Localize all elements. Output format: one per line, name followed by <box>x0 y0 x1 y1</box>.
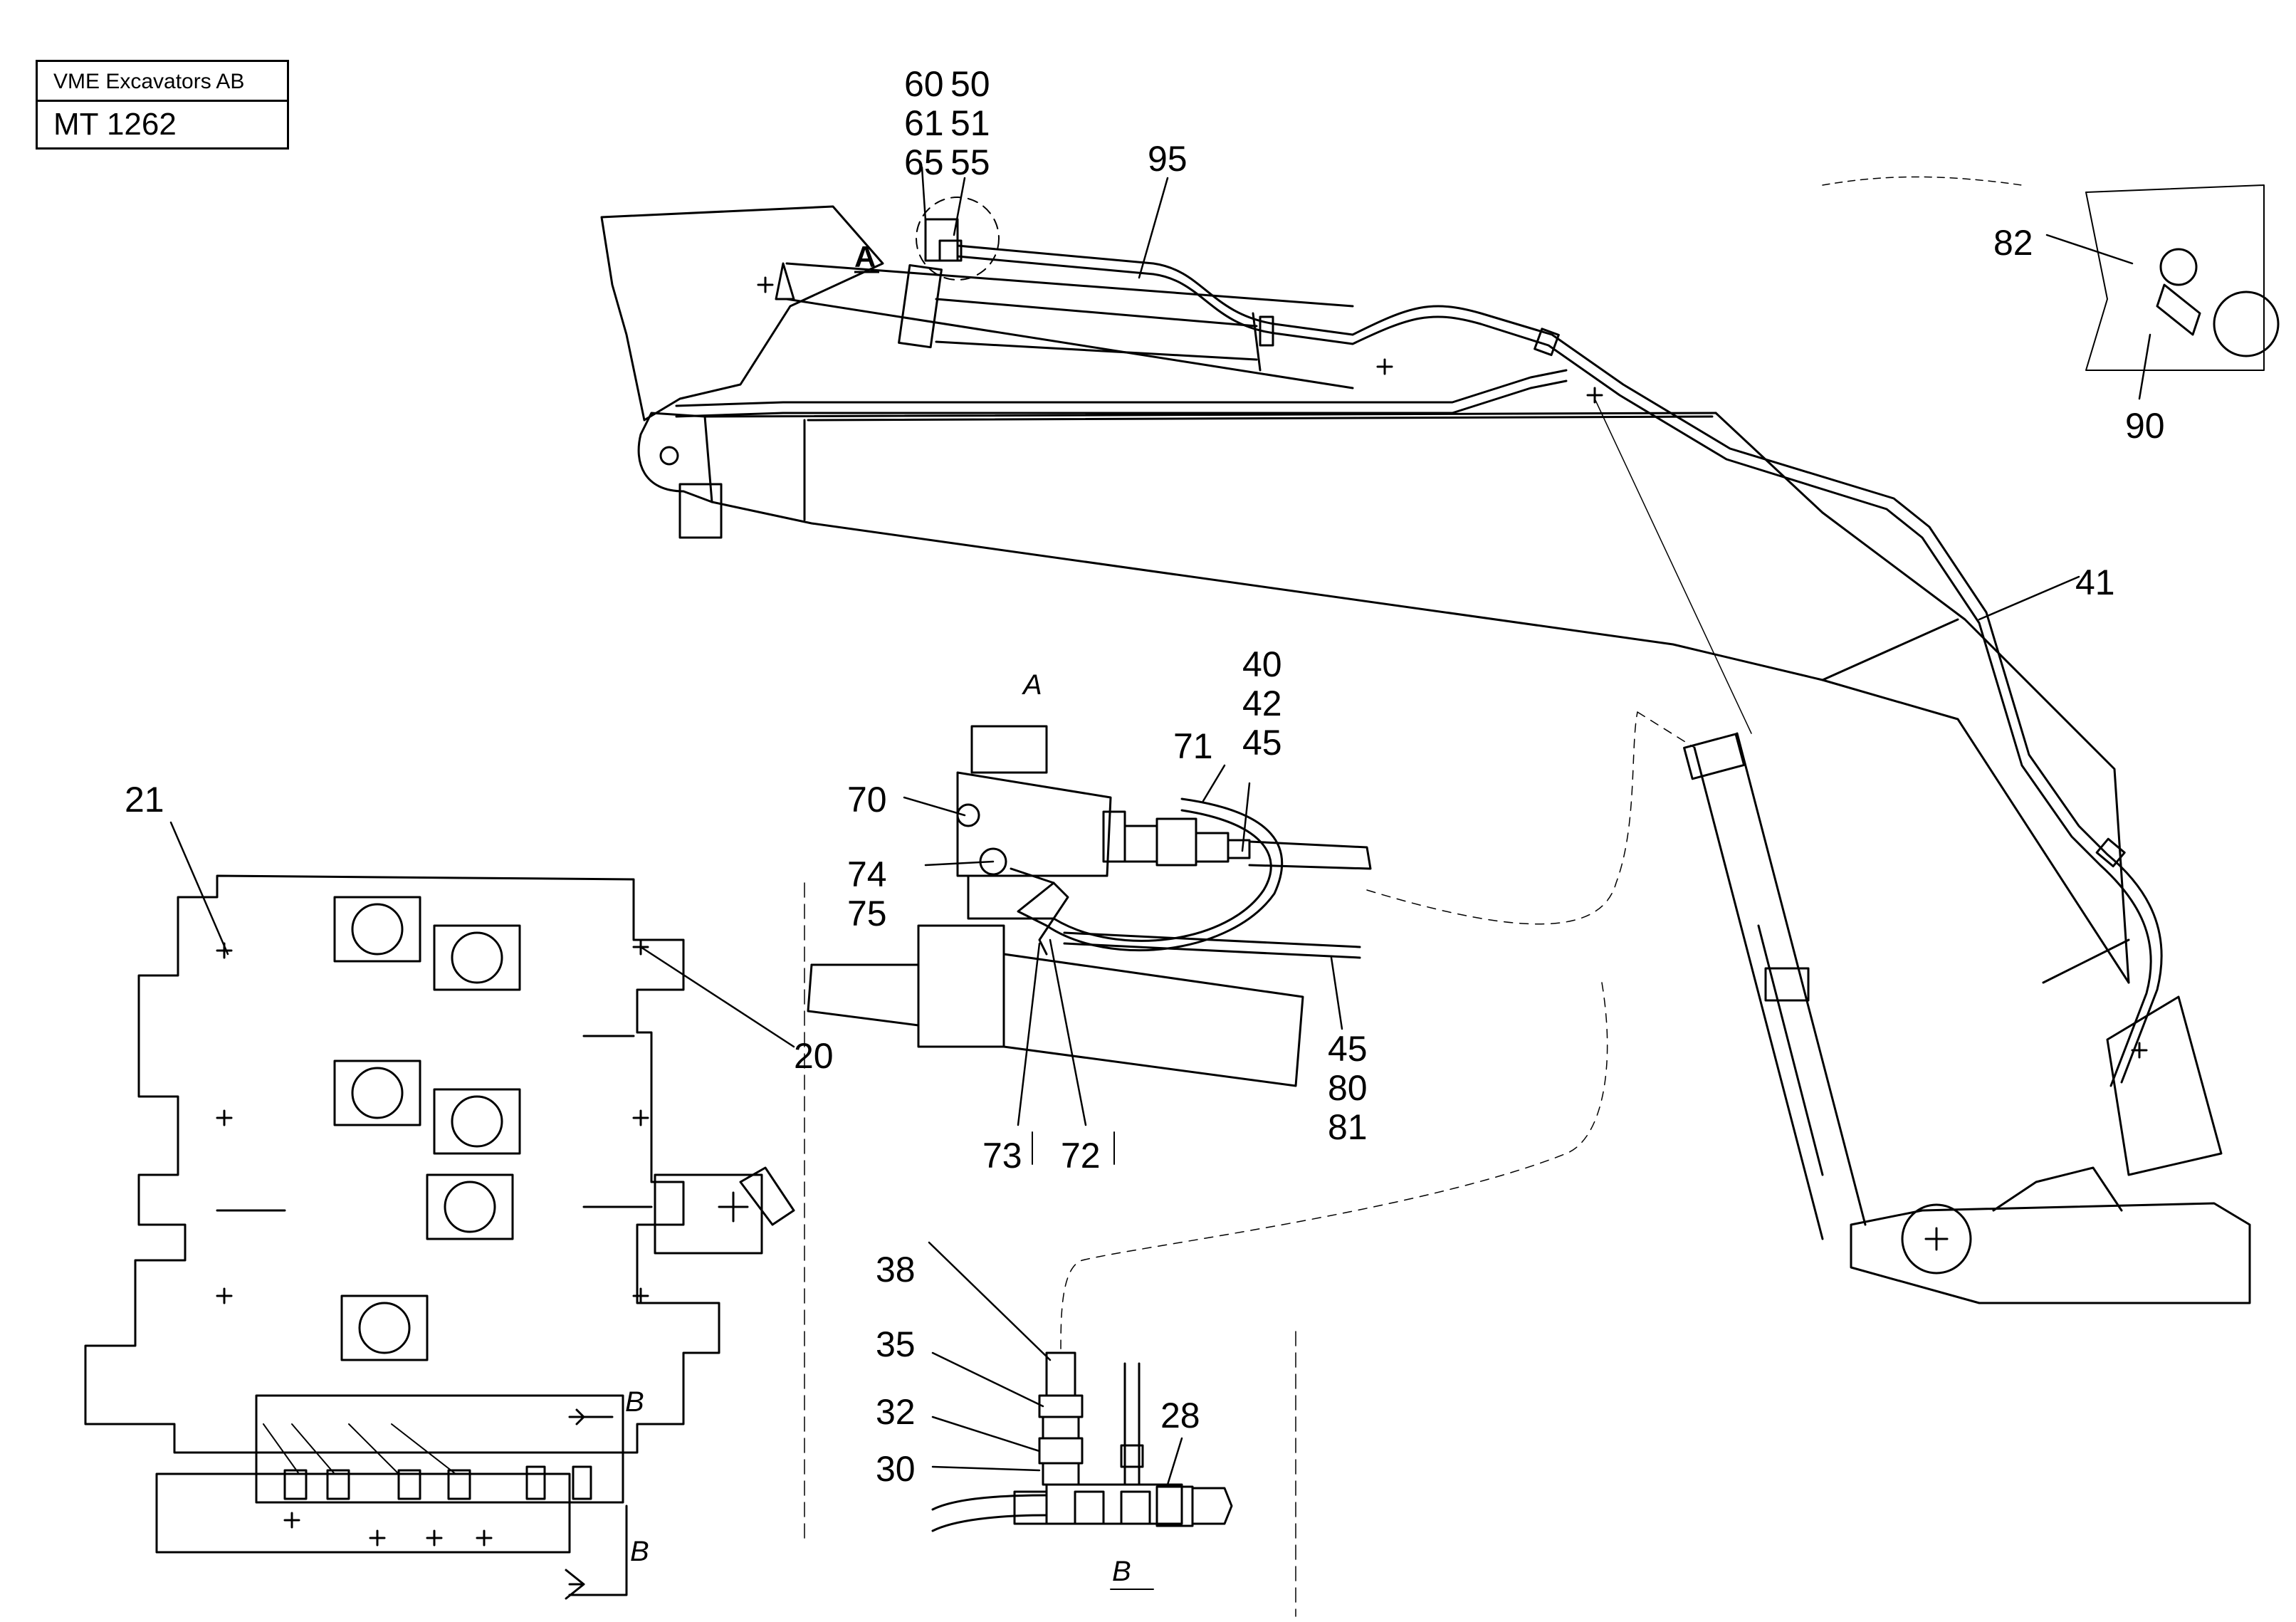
callout-21: 21 <box>125 780 164 820</box>
callout-45-top: 45 <box>1242 723 1282 763</box>
callout-55: 55 <box>950 142 990 182</box>
callout-70: 70 <box>847 780 887 820</box>
callout-75: 75 <box>847 894 887 933</box>
callout-61: 61 <box>904 103 944 143</box>
callout-60: 60 <box>904 64 944 104</box>
callout-80: 80 <box>1328 1068 1368 1108</box>
view-label-b-top: B <box>625 1386 644 1418</box>
callout-28: 28 <box>1160 1396 1200 1435</box>
drawing-number: MT 1262 <box>53 107 177 142</box>
control-valve <box>84 874 805 1600</box>
callout-40: 40 <box>1242 644 1282 684</box>
callout-38: 38 <box>876 1250 916 1289</box>
callout-30: 30 <box>876 1449 916 1489</box>
company-name: VME Excavators AB <box>38 62 287 102</box>
callout-74: 74 <box>847 854 887 894</box>
valve-ports <box>333 896 521 1361</box>
callout-51: 51 <box>950 103 990 143</box>
leader-lines <box>169 166 2151 1486</box>
title-block: VME Excavators AB MT 1262 <box>36 60 289 150</box>
view-label-a-main: A <box>854 240 876 273</box>
callout-81: 81 <box>1328 1107 1368 1147</box>
callout-71: 71 <box>1173 726 1213 766</box>
callout-82: 82 <box>1993 223 2033 263</box>
callout-45-bottom: 45 <box>1328 1029 1368 1069</box>
labels: A A B B B 60 61 65 50 51 55 95 82 90 41 … <box>125 64 2165 1587</box>
callout-95: 95 <box>1148 139 1188 179</box>
callout-73: 73 <box>982 1136 1022 1176</box>
callout-72: 72 <box>1061 1136 1101 1176</box>
view-label-a-detail: A <box>1022 669 1042 701</box>
callout-42: 42 <box>1242 684 1282 723</box>
callout-20: 20 <box>794 1036 834 1076</box>
callout-90: 90 <box>2125 406 2165 446</box>
detail-b <box>931 1331 1296 1617</box>
callout-50: 50 <box>950 64 990 104</box>
callout-32: 32 <box>876 1392 916 1432</box>
callout-65: 65 <box>904 142 944 182</box>
callout-35: 35 <box>876 1324 916 1364</box>
callout-41: 41 <box>2075 563 2115 602</box>
boom-assembly <box>600 176 2280 1304</box>
view-label-b-bottom: B <box>630 1536 649 1567</box>
view-label-b-detail: B <box>1112 1556 1131 1587</box>
